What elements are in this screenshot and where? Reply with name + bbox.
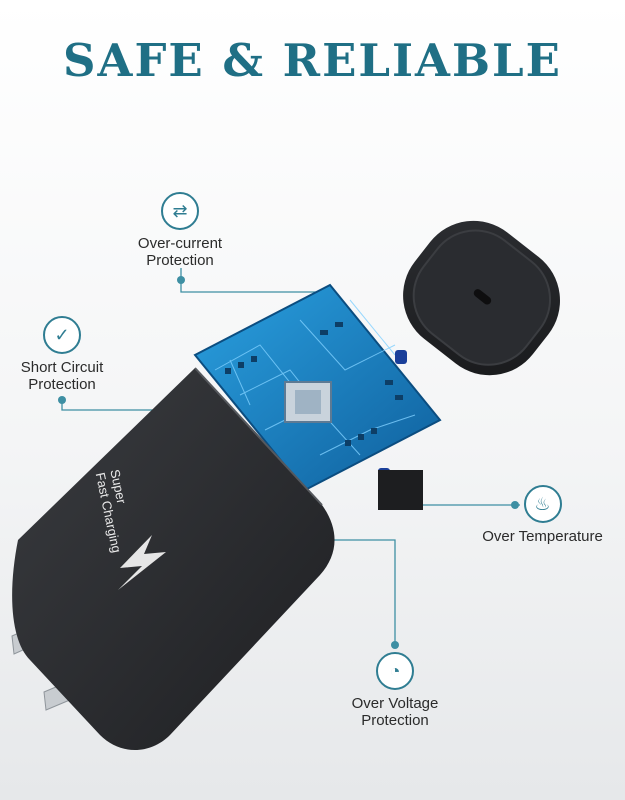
charger-body bbox=[12, 367, 335, 750]
feature-over-current: ⇄ Over-current Protection bbox=[120, 192, 240, 269]
leader-dots bbox=[58, 276, 519, 649]
page-title: SAFE & RELIABLE bbox=[63, 34, 562, 87]
feature-short-circuit-line1: Short Circuit bbox=[20, 359, 104, 376]
transfer-arrows-icon: ⇄ bbox=[161, 192, 199, 230]
checkmark-icon: ✓ bbox=[43, 316, 81, 354]
feature-over-voltage: ◔ Over Voltage Protection bbox=[330, 652, 460, 729]
gauge-icon: ◔ bbox=[376, 652, 414, 690]
leader-over-current bbox=[180, 268, 318, 293]
charger-cap bbox=[403, 220, 560, 376]
feature-over-voltage-line2: Protection bbox=[361, 712, 429, 729]
feature-over-current-line2: Protection bbox=[146, 252, 214, 269]
leader-dot bbox=[511, 501, 519, 509]
feature-short-circuit-line2: Protection bbox=[28, 376, 96, 393]
lightning-bolt-icon bbox=[118, 535, 166, 590]
circuit-board bbox=[193, 283, 442, 510]
feature-over-current-line1: Over-current bbox=[137, 235, 223, 252]
main-chip bbox=[284, 381, 332, 423]
feature-over-temperature: ♨ Over Temperature bbox=[470, 485, 615, 545]
usb-c-port bbox=[473, 289, 492, 305]
leader-dot bbox=[391, 641, 399, 649]
feature-short-circuit: ✓ Short Circuit Protection bbox=[2, 316, 122, 393]
transformer bbox=[378, 470, 423, 510]
feature-over-voltage-line1: Over Voltage bbox=[351, 695, 439, 712]
heat-waves-icon: ♨ bbox=[523, 485, 562, 523]
leader-dot bbox=[177, 276, 185, 284]
feature-over-temperature-line1: Over Temperature bbox=[482, 528, 603, 545]
leader-dot bbox=[58, 396, 66, 404]
